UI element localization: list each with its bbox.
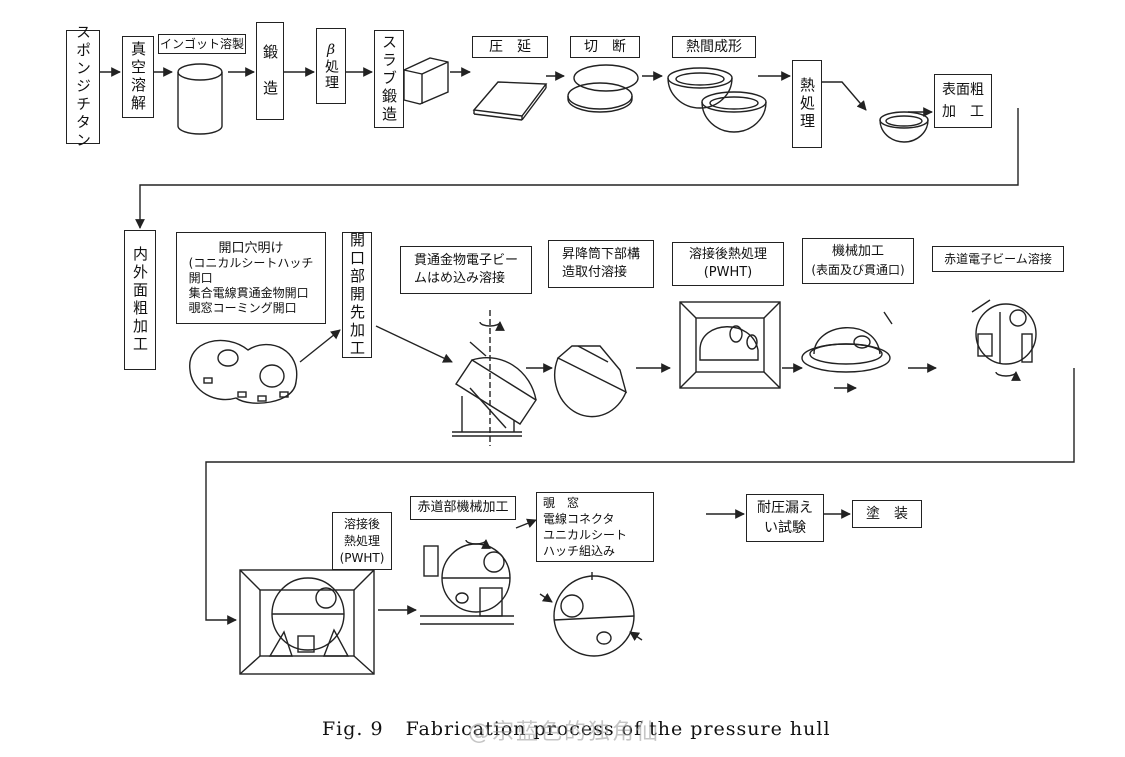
equator-machining-illustration: [420, 539, 514, 625]
machining-1-sub: (表面及び貫通口): [811, 263, 905, 277]
arrow: [822, 81, 867, 111]
beta-treatment-box: β 処理: [316, 28, 346, 104]
hemisphere-illustration: [667, 67, 767, 133]
machining-1-box: 機械加工 (表面及び貫通口): [802, 238, 914, 284]
lift-tube-welding-box: 昇降筒下部構 造取付溶接: [548, 240, 654, 288]
heat-treated-hemisphere-illustration: [879, 111, 929, 143]
rolling-box: 圧 延: [472, 36, 548, 58]
hemispheres-with-openings-illustration: [189, 339, 298, 404]
watermark: @宗蓝色的独角仙: [468, 720, 661, 745]
ingot-making-box: インゴット溶製: [158, 34, 246, 54]
cut-discs-illustration: [567, 64, 639, 113]
ebw-positioner-illustration: [452, 310, 537, 446]
opening-edge-machining-box: 開口部開先加工: [342, 232, 372, 358]
arrow: [515, 518, 537, 529]
figure-title: Fabrication process of the pressure hull: [405, 718, 831, 740]
sponge-titanium-box: スポンジチタン: [66, 24, 100, 150]
connector-row2-row3: [205, 368, 1075, 625]
penetration-ebw-box: 貫通金物電子ビー ムはめ込み溶接: [400, 246, 532, 294]
vacuum-melting-box: 真空溶解: [122, 36, 154, 118]
machining-hemisphere-illustration: [801, 311, 893, 393]
painting-box: 塗 装: [852, 500, 922, 528]
opening-holes-box: 開口穴明け (コニカルシートハッチ 開口 集合電線貫通金物開口 覗窓コーミング開…: [176, 232, 326, 324]
connector-row1-row2: [135, 108, 1019, 229]
heat-treatment-box: 熱処理: [792, 60, 822, 148]
figure-caption: Fig. 9 Fabrication process of the pressur…: [322, 718, 831, 740]
machining-1-title: 機械加工: [831, 244, 884, 259]
ingot-illustration: [177, 63, 223, 135]
hot-forming-box: 熱間成形: [672, 36, 756, 58]
pwht-1-box: 溶接後熱処理 (PWHT): [672, 242, 784, 286]
cutting-box: 切 断: [570, 36, 640, 58]
figure-number: Fig. 9: [322, 718, 384, 740]
assembled-sphere-illustration: [539, 572, 643, 657]
equator-ebw-box: 赤道電子ビーム溶接: [932, 246, 1064, 272]
arrow: [375, 325, 453, 363]
equator-machining-box: 赤道部機械加工: [410, 496, 516, 520]
beta-symbol: β: [326, 42, 336, 58]
opening-holes-title: 開口穴明け: [218, 240, 284, 256]
equator-ebw-sphere-illustration: [971, 299, 1037, 381]
surface-rough-machining-box: 表面粗 加 工: [934, 74, 992, 128]
slab-illustration: [403, 57, 449, 105]
arrow: [299, 329, 341, 363]
pwht-furnace-2-illustration: [239, 569, 375, 675]
opening-holes-list: (コニカルシートハッチ 開口 集合電線貫通金物開口 覗窓コーミング開口: [188, 255, 314, 315]
assembly-box: 覗 窓 電線コネクタ ユニカルシート ハッチ組込み: [536, 492, 654, 562]
slab-forging-box: スラブ鍛造: [374, 30, 404, 128]
pressure-leak-test-box: 耐圧漏え い試験: [746, 494, 824, 542]
pwht-2-box: 溶接後 熱処理 (PWHT): [332, 512, 392, 570]
rolled-plate-illustration: [472, 81, 548, 121]
forging-box: 鍛 造: [256, 22, 284, 120]
lift-tube-welding-illustration: [554, 345, 628, 418]
inner-outer-rough-machining-box: 内外面粗加工: [124, 230, 156, 370]
pwht-furnace-1-illustration: [679, 301, 781, 389]
beta-treatment-label: 処理: [323, 59, 339, 91]
